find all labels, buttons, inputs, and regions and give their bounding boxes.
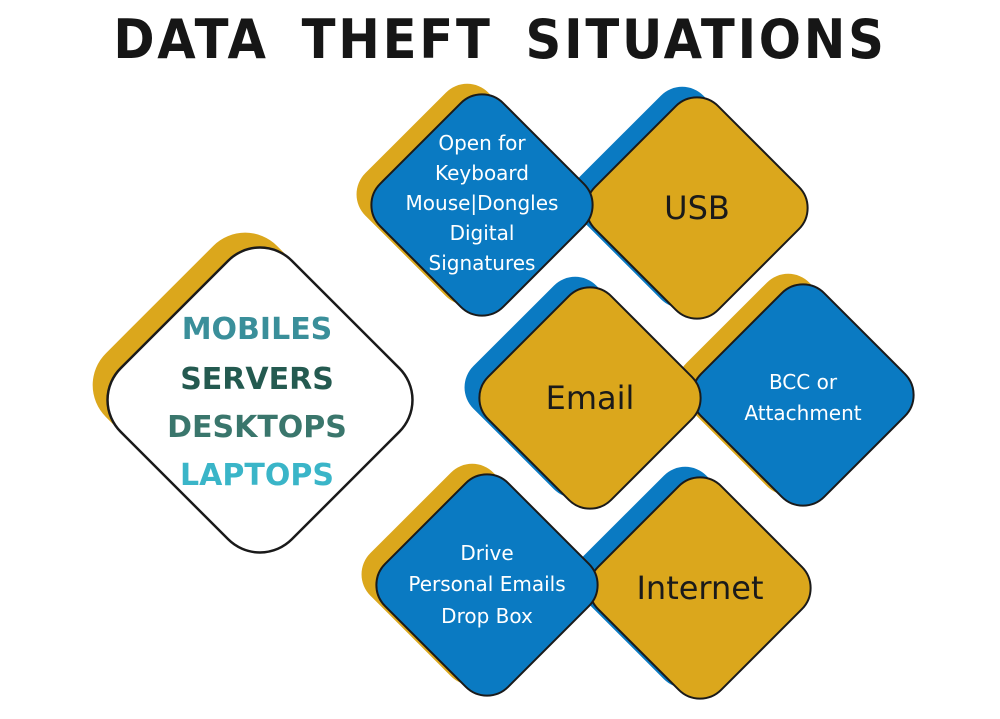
usb-diamond xyxy=(571,86,809,320)
devices-diamond xyxy=(92,232,414,554)
device-mobiles: MOBILES xyxy=(182,312,333,347)
usb-detail-line: Keyboard xyxy=(435,161,529,185)
channel-internet: Internet xyxy=(636,569,763,607)
email-detail-line: BCC or xyxy=(769,370,838,394)
device-laptops: LAPTOPS xyxy=(180,458,334,493)
channel-email: Email xyxy=(546,379,635,417)
usb-detail-line: Open for xyxy=(438,131,526,155)
page-title: DATA THEFT SITUATIONS xyxy=(113,8,887,71)
internet-diamond xyxy=(574,466,812,700)
email-detail-diamond xyxy=(677,273,915,507)
device-servers: SERVERS xyxy=(180,362,334,397)
usb-detail-line: Signatures xyxy=(429,251,536,275)
diamond-body xyxy=(106,246,414,554)
usb-detail-line: Mouse|Dongles xyxy=(406,191,559,215)
internet-detail-diamond xyxy=(361,463,599,697)
usb-detail-line: Digital xyxy=(450,221,515,245)
usb-detail-diamond xyxy=(356,83,594,317)
email-detail-line: Attachment xyxy=(744,401,861,425)
email-diamond xyxy=(464,276,702,510)
internet-detail-line: Drop Box xyxy=(441,604,533,628)
channel-usb: USB xyxy=(664,189,730,227)
internet-detail-line: Personal Emails xyxy=(408,572,565,596)
device-desktops: DESKTOPS xyxy=(167,410,347,445)
internet-detail-line: Drive xyxy=(460,541,513,565)
